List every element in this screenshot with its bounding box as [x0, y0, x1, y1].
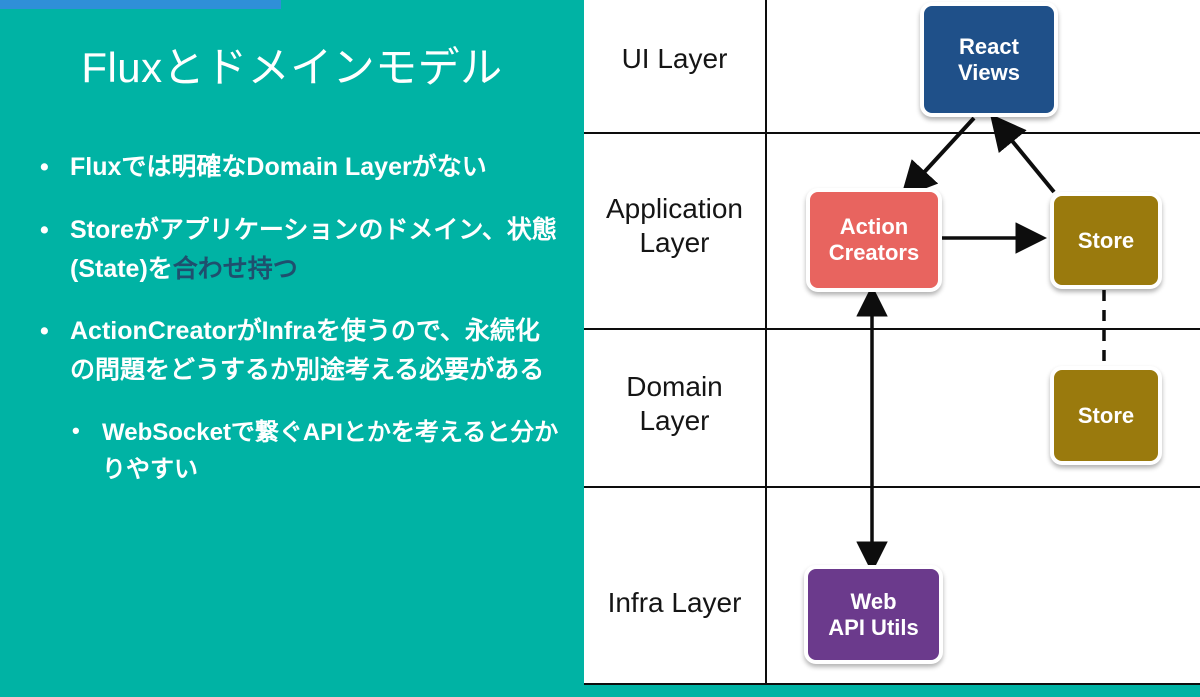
slide-left-panel: Fluxとドメインモデル Fluxでは明確なDomain Layerがない St…: [0, 0, 584, 697]
bullet-text-2-dim: 合わせ持つ: [172, 254, 298, 283]
layer-label-ui: UI Layer: [621, 43, 728, 74]
edge-store-to-react-views: [989, 113, 1056, 194]
bottom-accent-strip: [0, 685, 1200, 697]
node-store-domain[interactable]: Store: [1050, 366, 1162, 465]
layer-label-application: Application Layer: [606, 193, 743, 258]
bullet-list: Fluxでは明確なDomain Layerがない Storeがアプリケーションの…: [34, 148, 564, 512]
layer-label-column-divider: [765, 0, 767, 685]
layer-label-domain: Domain Layer: [626, 371, 723, 436]
node-action-creators[interactable]: Action Creators: [806, 188, 942, 292]
bullet-text-2: Storeがアプリケーションのドメイン、状態(State)を: [70, 215, 557, 283]
progress-bar-track[interactable]: [0, 0, 1200, 9]
layer-label-infra: Infra Layer: [607, 587, 742, 618]
node-web-api-utils[interactable]: Web API Utils: [804, 565, 943, 664]
bullet-item-1: Fluxでは明確なDomain Layerがない: [34, 148, 564, 187]
diagram-edges: [856, 113, 1106, 573]
bullet-text-4: WebSocketで繋ぐAPIとかを考えると分かりやすい: [102, 418, 559, 483]
bullet-item-4: WebSocketで繋ぐAPIとかを考えると分かりやすい: [34, 414, 564, 488]
layer-divider-2: [584, 328, 1200, 330]
node-react-views[interactable]: React Views: [920, 2, 1058, 117]
page-title: Fluxとドメインモデル: [81, 44, 503, 91]
layer-divider-3: [584, 486, 1200, 488]
bullet-text-3: ActionCreatorがInfraを使うので、永続化の問題をどうするか別途考…: [70, 317, 545, 384]
bullet-item-3: ActionCreatorがInfraを使うので、永続化の問題をどうするか別途考…: [34, 312, 564, 390]
layer-diagram: UI Layer Application Layer Domain Layer …: [584, 0, 1200, 697]
layer-divider-4: [584, 683, 1200, 685]
bullet-text-1: Fluxでは明確なDomain Layerがない: [70, 153, 487, 181]
progress-bar-fill: [0, 0, 281, 9]
layer-divider-1: [584, 132, 1200, 134]
node-store-app[interactable]: Store: [1050, 192, 1162, 289]
edge-react-views-to-action-creators: [900, 116, 976, 198]
bullet-item-2: Storeがアプリケーションのドメイン、状態(State)を合わせ持つ: [34, 211, 564, 289]
